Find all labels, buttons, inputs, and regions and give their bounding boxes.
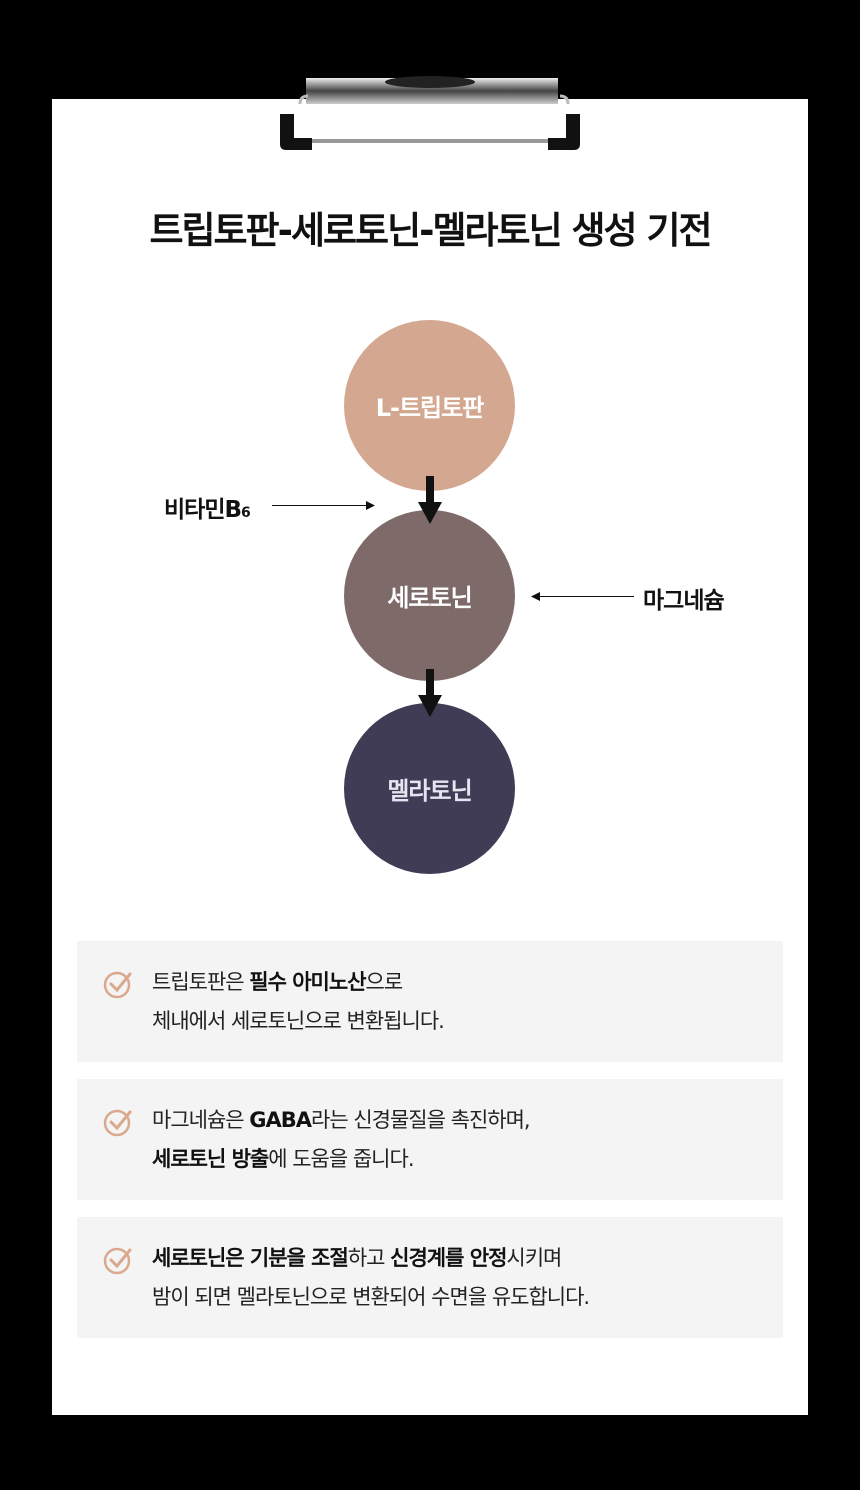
highlight-text: 세로토닌 방출 [152,1147,269,1171]
arrow-right-line [272,505,370,506]
arrow-down-icon [418,669,442,717]
arrow-down-icon [418,476,442,524]
check-circle-icon [103,1109,132,1137]
info-line: 체내에서 세로토닌으로 변환됩니다. [152,1002,445,1041]
text-segment: 밤이 되면 멜라토닌으로 변환되어 수면을 유도합니다. [152,1285,590,1309]
arrow-head-icon [531,592,540,601]
cofactor-vitamin-b6: 비타민B6 [164,497,251,523]
cofactor-magnesium: 마그네슘 [643,588,725,614]
info-line: 마그네슘은 GABA라는 신경물질을 촉진하며, [152,1101,531,1140]
info-item: 마그네슘은 GABA라는 신경물질을 촉진하며,세로토닌 방출에 도움을 줍니다… [77,1079,783,1200]
arrow-left-line [538,596,634,597]
node-melatonin: 멜라토닌 [344,703,515,874]
highlight-text: 세로토닌은 기분을 조절 [152,1246,349,1270]
node-serotonin: 세로토닌 [344,510,515,681]
text-segment: 트립토판은 [152,970,250,994]
text-segment: 하고 [347,1246,391,1270]
highlight-text: GABA [249,1108,312,1132]
page-title: 트립토판-세로토닌-멜라토닌 생성 기전 [149,209,712,252]
check-circle-icon [103,971,132,999]
node-l-tryptophan: L-트립토판 [344,320,515,491]
highlight-text: 신경계를 안정 [390,1246,507,1270]
info-line: 세로토닌 방출에 도움을 줍니다. [152,1140,530,1179]
text-segment: 체내에서 세로토닌으로 변환됩니다. [152,1009,445,1033]
arrow-head-icon [366,501,375,510]
info-line: 밤이 되면 멜라토닌으로 변환되어 수면을 유도합니다. [152,1278,590,1317]
text-segment: 시키며 [506,1246,562,1270]
text-segment: 마그네슘은 [152,1108,250,1132]
info-line: 세로토닌은 기분을 조절하고 신경계를 안정시키며 [152,1239,589,1278]
text-segment: 라는 신경물질을 촉진하며, [311,1108,531,1132]
check-circle-icon [103,1247,132,1275]
info-text: 마그네슘은 GABA라는 신경물질을 촉진하며,세로토닌 방출에 도움을 줍니다… [152,1101,531,1179]
highlight-text: 필수 아미노산 [249,970,366,994]
info-line: 트립토판은 필수 아미노산으로 [152,963,444,1002]
text-segment: 에 도움을 줍니다. [268,1147,414,1171]
text-segment: 으로 [365,970,404,994]
clipboard-clip-icon [280,76,580,150]
